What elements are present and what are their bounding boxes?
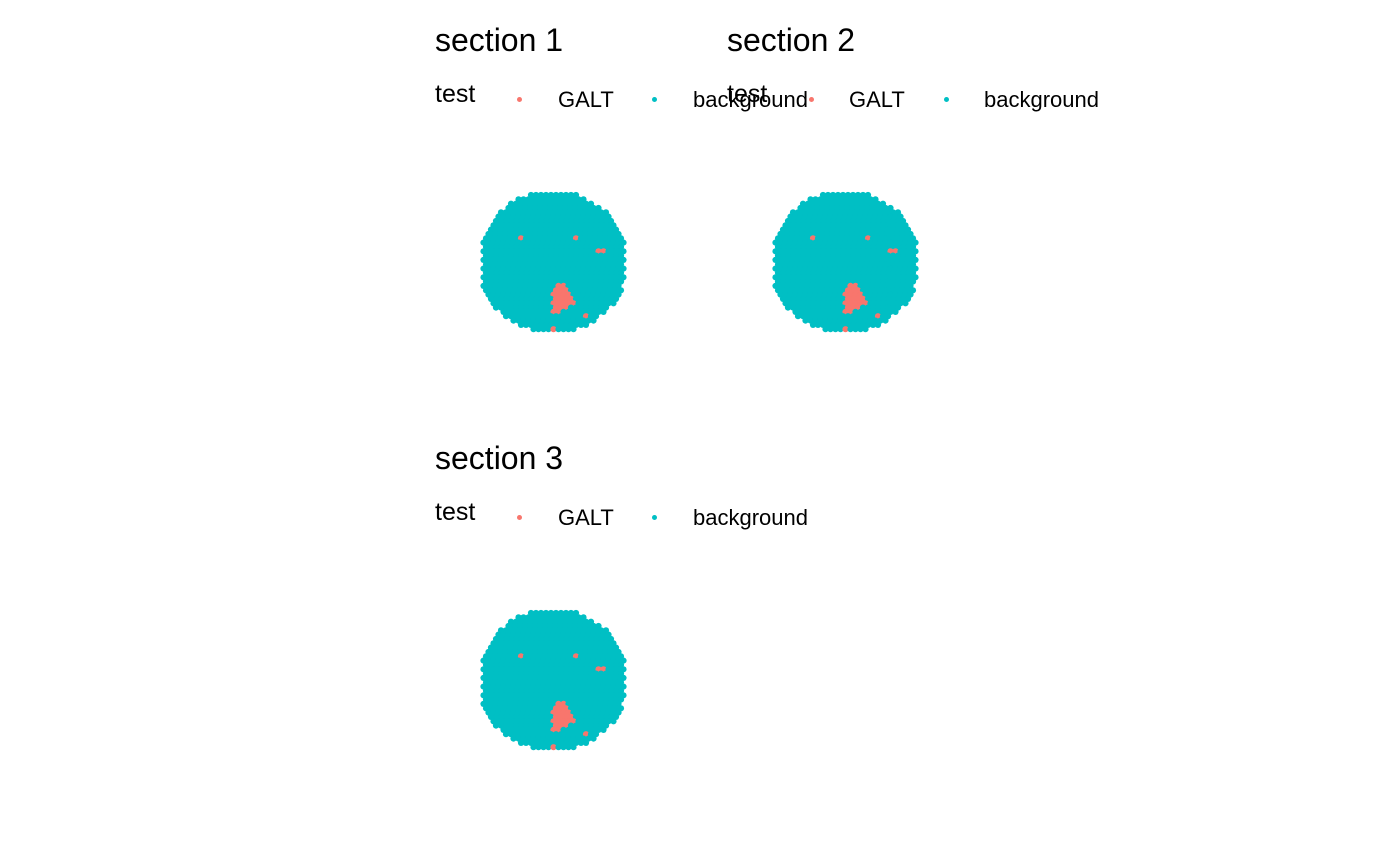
background-spot [545, 744, 552, 751]
background-spot [535, 326, 542, 333]
spatial-scatter-plot [480, 609, 627, 751]
background-spot [582, 321, 590, 328]
spatial-scatter-plot [480, 191, 627, 333]
panel-title: section 2 [727, 22, 856, 58]
background-spot [582, 739, 590, 746]
background-spot [590, 317, 597, 324]
background-spot [530, 326, 537, 333]
legend-label-galt: GALT [558, 87, 614, 112]
background-spot [794, 313, 802, 320]
legend-title: test [727, 80, 768, 108]
legend-key-background [944, 97, 949, 102]
background-spot [502, 313, 510, 320]
legend-key-galt [517, 97, 522, 102]
background-spot [590, 735, 597, 742]
background-spot [510, 735, 517, 742]
background-spot [492, 304, 500, 311]
legend-key-galt [809, 97, 814, 102]
background-spot [555, 744, 562, 751]
background-spot [600, 308, 607, 315]
background-spot [837, 326, 844, 333]
background-spot [814, 321, 822, 328]
background-spot [827, 326, 834, 333]
facet-panel-section-2: section 2 test GALT background [727, 0, 1099, 418]
background-spot [510, 317, 517, 324]
background-spot [832, 326, 839, 333]
background-spot [570, 744, 577, 751]
legend-title: test [435, 80, 476, 108]
panel-title: section 3 [435, 440, 564, 476]
background-spot [902, 300, 909, 307]
legend-label-galt: GALT [558, 505, 614, 530]
legend-key-background [652, 515, 657, 520]
background-spot [610, 300, 617, 307]
background-spot [530, 744, 537, 751]
background-spot [522, 321, 530, 328]
background-spot [847, 326, 854, 333]
facet-panel-section-3: section 3 test GALT background [435, 418, 808, 836]
background-spot [600, 726, 607, 733]
background-spot [502, 731, 510, 738]
background-spot [560, 744, 567, 751]
background-spot [802, 317, 809, 324]
galt-spot [550, 744, 557, 751]
background-spot [857, 326, 864, 333]
legend-label-background: background [693, 505, 808, 530]
background-spot [784, 304, 792, 311]
background-spot [610, 718, 617, 725]
background-spot [577, 739, 585, 746]
background-spot [869, 321, 877, 328]
background-spot [809, 321, 817, 328]
background-spot [555, 326, 562, 333]
background-spot [492, 722, 500, 729]
background-spot [540, 326, 547, 333]
background-spot [517, 321, 525, 328]
background-spot [535, 744, 542, 751]
background-spot [822, 326, 829, 333]
background-spot [570, 326, 577, 333]
background-spot [540, 744, 547, 751]
background-spot [517, 739, 525, 746]
legend-label-background: background [693, 87, 808, 112]
background-spot [882, 317, 889, 324]
background-spot [565, 326, 572, 333]
background-spot [522, 739, 530, 746]
background-spot [565, 744, 572, 751]
legend-title: test [435, 498, 476, 526]
spatial-scatter-plot [772, 191, 919, 333]
galt-spot [550, 326, 557, 333]
background-spot [577, 321, 585, 328]
legend-key-background [652, 97, 657, 102]
legend-label-background: background [984, 87, 1099, 112]
background-spot [874, 321, 882, 328]
background-spot [852, 326, 859, 333]
background-spot [560, 326, 567, 333]
legend-label-galt: GALT [849, 87, 905, 112]
panel-title: section 1 [435, 22, 564, 58]
galt-spot [842, 326, 849, 333]
background-spot [862, 326, 869, 333]
background-spot [892, 308, 899, 315]
legend-key-galt [517, 515, 522, 520]
background-spot [545, 326, 552, 333]
facet-panel-section-1: section 1 test GALT background [435, 0, 808, 418]
